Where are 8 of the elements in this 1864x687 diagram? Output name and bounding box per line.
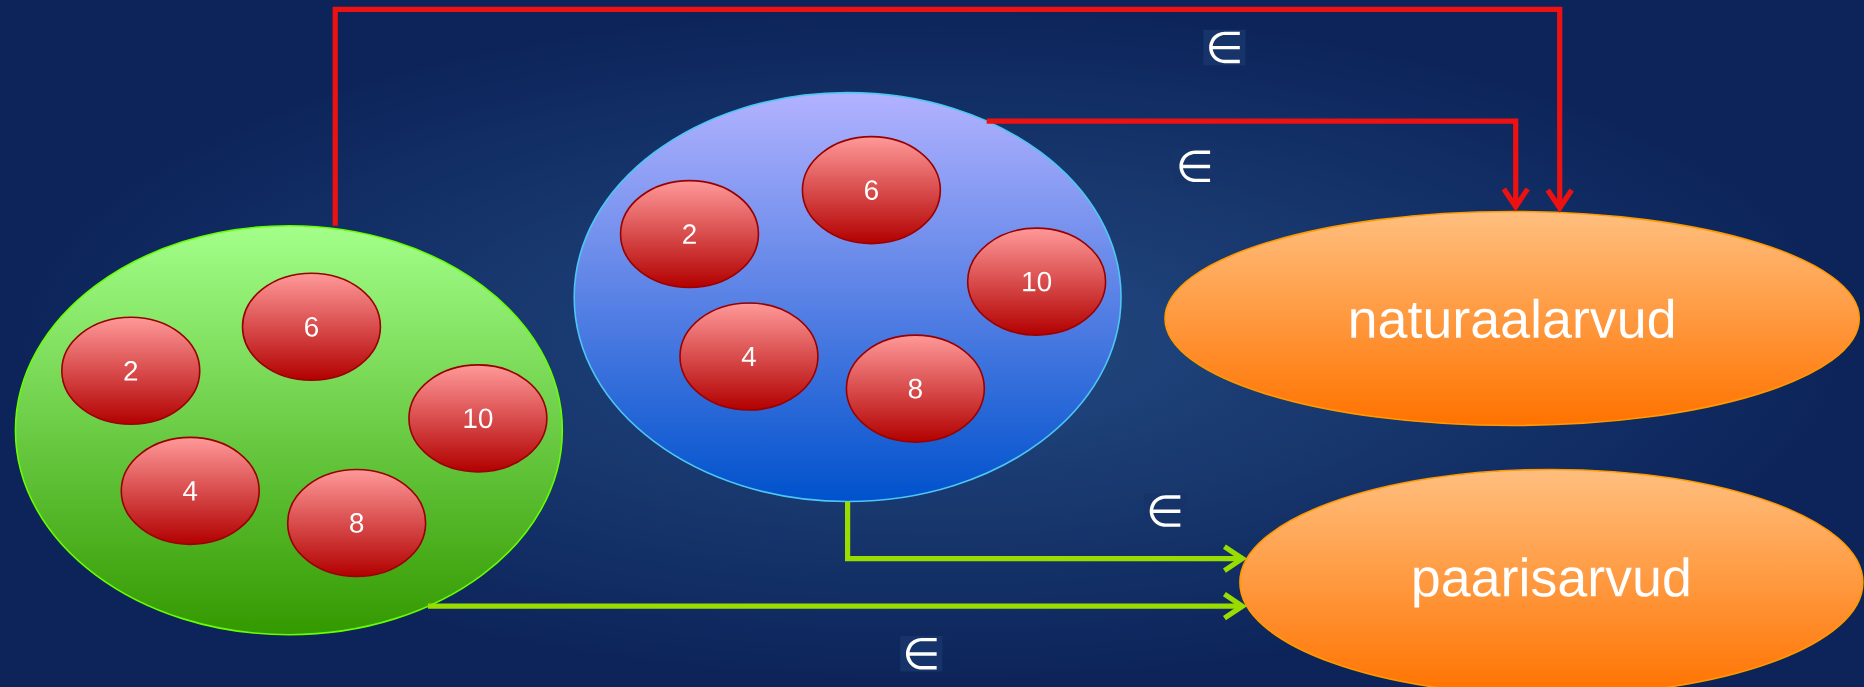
- arrow: [986, 118, 1530, 212]
- arrow: [845, 501, 1248, 573]
- arrow: [427, 592, 1248, 621]
- edge-label: ∈: [1143, 493, 1187, 529]
- edge-label: ∈: [1203, 29, 1246, 66]
- arrow: [332, 6, 1574, 226]
- edge-label: ∈: [1173, 148, 1216, 185]
- edge-label: ∈: [900, 635, 943, 672]
